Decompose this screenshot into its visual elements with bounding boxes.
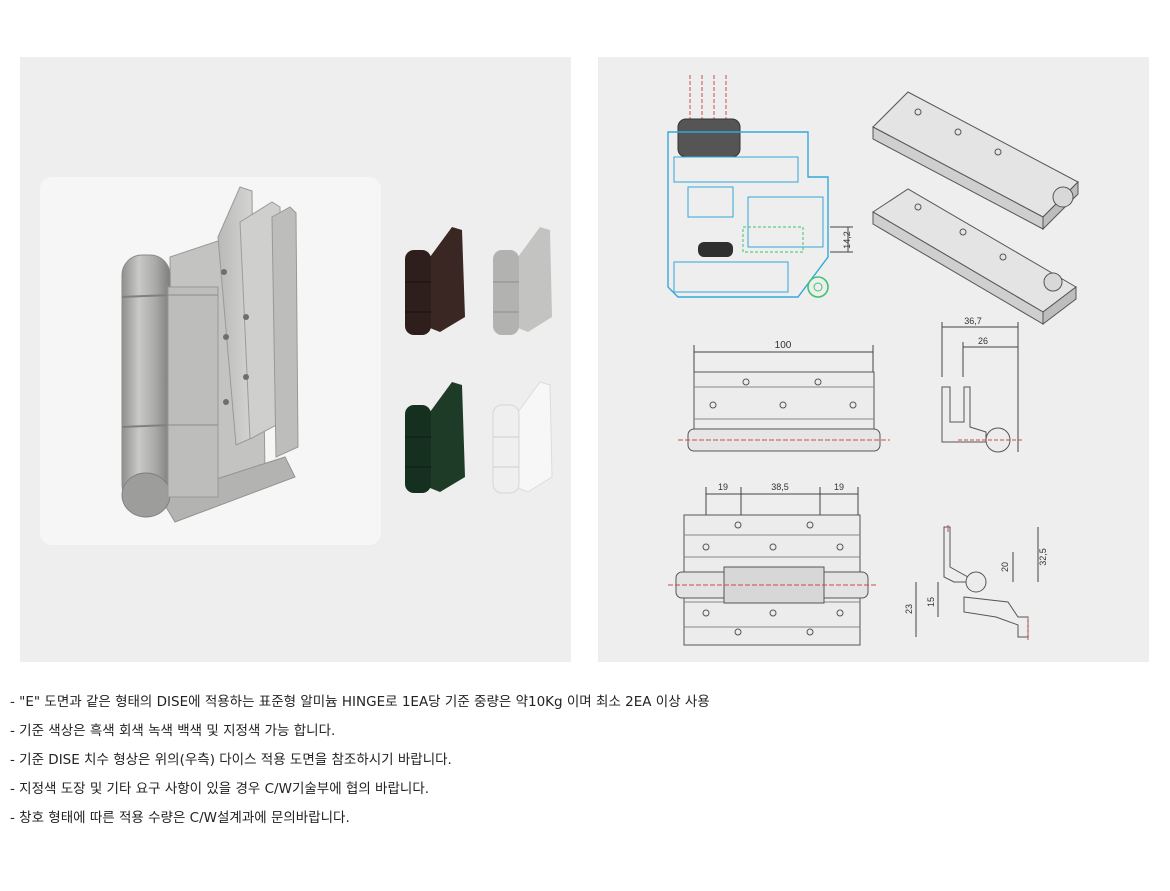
main-hinge-image — [121, 186, 299, 523]
hinge-side-profile: 36,7 26 — [941, 316, 1023, 453]
section-height-label: 14,2 — [842, 231, 852, 249]
hinge-length-label: 100 — [775, 340, 792, 351]
hinge-top-view: 100 — [678, 340, 890, 452]
technical-drawing: 14,2 100 — [667, 75, 1079, 646]
hole-left-label: 19 — [718, 482, 728, 492]
frame-section-drawing: 14,2 — [667, 75, 853, 298]
green-hinge-sample — [405, 382, 465, 493]
hole-right-label: 19 — [834, 482, 844, 492]
black-hinge-sample — [405, 227, 465, 335]
hole-middle-label: 38,5 — [771, 482, 789, 492]
technical-drawing-panel: 14,2 100 — [598, 57, 1149, 662]
white-hinge-sample — [492, 381, 553, 494]
profile-h1-label: 32,5 — [1038, 548, 1048, 566]
product-photo-panel — [20, 57, 571, 662]
hinge-front-view: 19 38,5 19 — [668, 482, 878, 646]
isometric-hinge-view-1 — [872, 91, 1079, 231]
note-1: - "E" 도면과 같은 형태의 DISE에 적용하는 표준형 알미늄 HING… — [10, 694, 710, 710]
profile-inner-label: 26 — [978, 336, 988, 346]
profile-width-label: 36,7 — [964, 316, 982, 326]
note-4: - 지정색 도장 및 기타 요구 사항이 있을 경우 C/W기술부에 협의 바랍… — [10, 781, 430, 797]
color-samples — [405, 227, 553, 494]
spec-notes: - "E" 도면과 같은 형태의 DISE에 적용하는 표준형 알미늄 HING… — [10, 688, 1160, 833]
note-2: - 기준 색상은 흑색 회색 녹색 백색 및 지정색 가능 합니다. — [10, 723, 336, 739]
note-3: - 기준 DISE 치수 형상은 위의(우측) 다이스 적용 도면을 참조하시기… — [10, 752, 452, 768]
hinge-end-profile: 32,5 20 15 23 — [904, 525, 1048, 642]
main-hinge-photo-card — [40, 177, 381, 545]
isometric-hinge-view-2 — [872, 188, 1077, 326]
gray-hinge-sample — [493, 227, 552, 335]
profile-h2-label: 20 — [1000, 562, 1010, 572]
profile-h4-label: 23 — [904, 604, 914, 614]
note-5: - 창호 형태에 따른 적용 수량은 C/W설계과에 문의바랍니다. — [10, 810, 350, 826]
profile-h3-label: 15 — [926, 597, 936, 607]
